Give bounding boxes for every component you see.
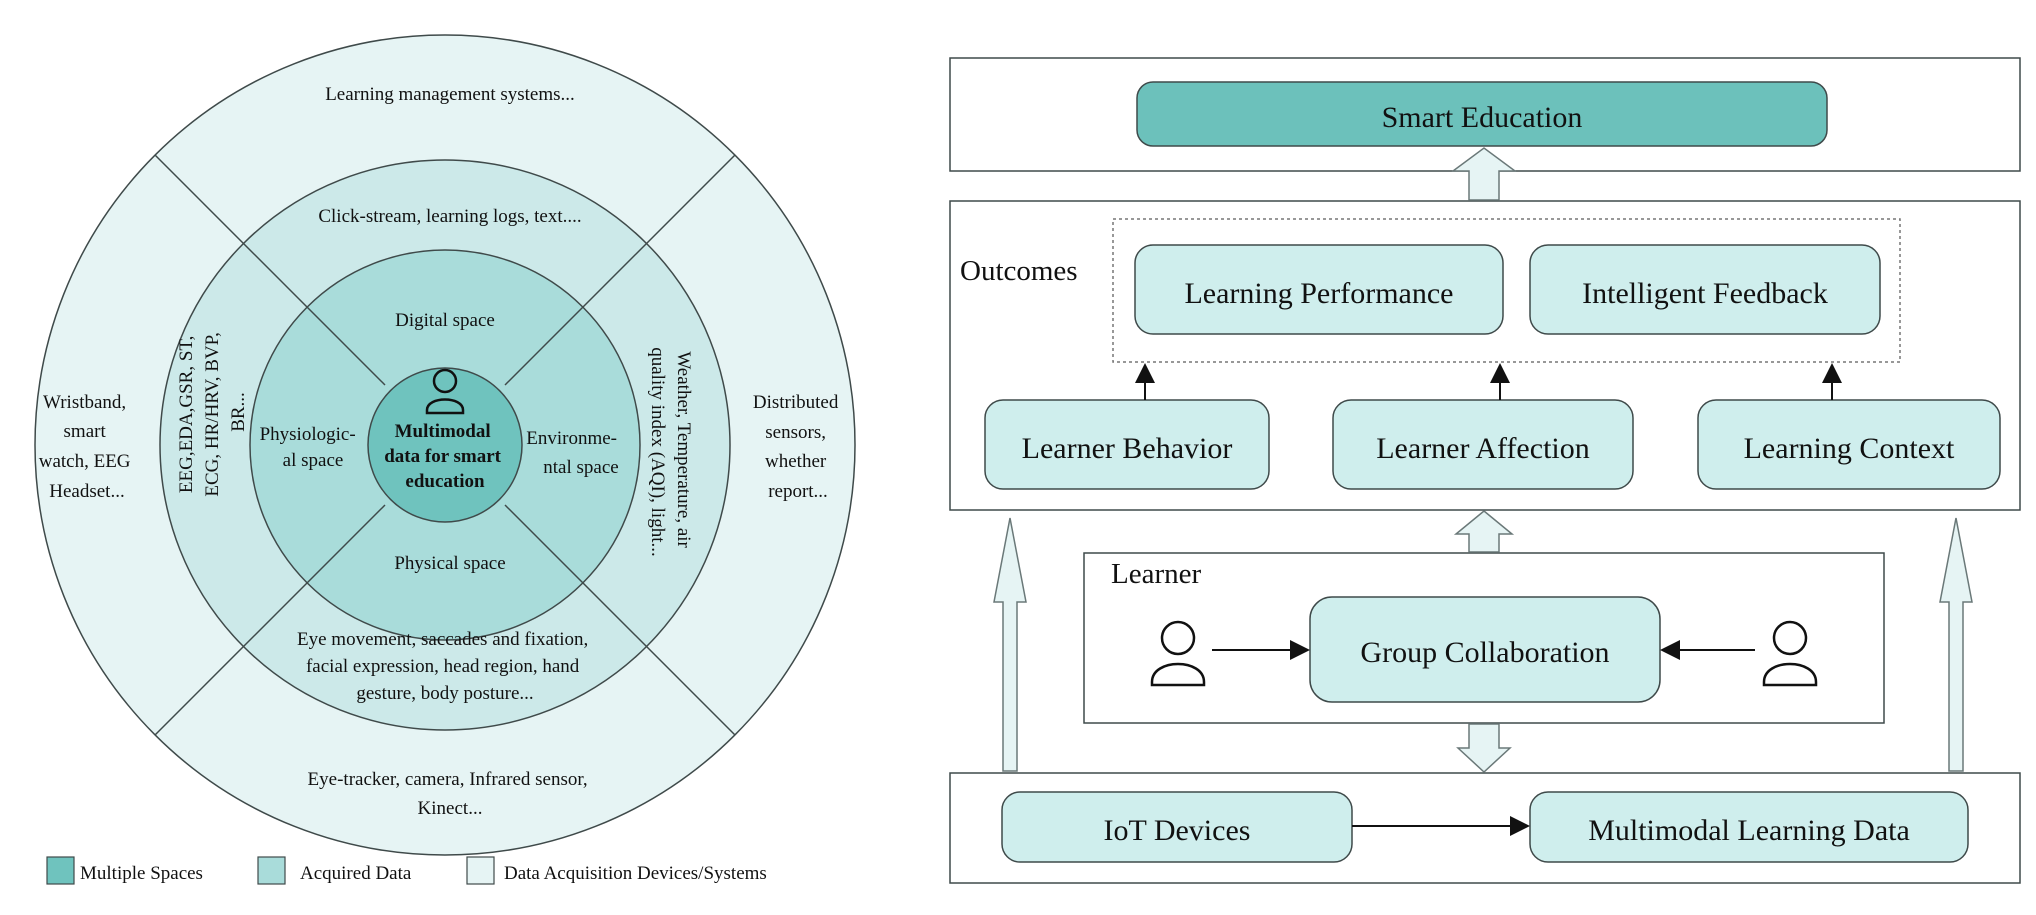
center-circle <box>367 367 523 523</box>
learning-context-label: Learning Context <box>1744 432 1955 465</box>
learner-behavior-label: Learner Behavior <box>1022 432 1233 465</box>
learning-performance-box <box>1134 244 1504 335</box>
concentric-diagram: Multimodal data for smart education Digi… <box>34 34 856 856</box>
right-side-up-arrow <box>1939 517 1973 772</box>
learner-left-person-icon <box>1150 620 1206 687</box>
learner-label: Learner <box>1111 558 1201 590</box>
smart-education-label: Smart Education <box>1382 101 1583 134</box>
environmental-data-label: Weather, Temperature, air quality index … <box>647 347 694 557</box>
learner-affection-box <box>1332 399 1634 490</box>
wearables-label: Wristband, smart watch, EEG Headset... <box>39 392 136 502</box>
divider-nw <box>154 154 386 386</box>
iot-devices-label: IoT Devices <box>1104 814 1251 847</box>
lms-label: Learning management systems... <box>325 84 575 105</box>
outcomes-group <box>1112 218 1901 363</box>
learner-behavior-box <box>984 399 1270 490</box>
learner-data-bidirectional-arrow <box>1456 723 1512 774</box>
smart-education-box <box>1136 81 1828 147</box>
digital-data-label: Click-stream, learning logs, text.... <box>318 206 581 227</box>
learner-to-outcomes-arrow <box>1453 510 1515 553</box>
person-icon <box>425 368 465 415</box>
divider-sw <box>154 504 386 736</box>
learning-context-box <box>1697 399 2001 490</box>
legend-item-devices: Data Acquisition Devices/Systems <box>466 856 767 885</box>
outcomes-to-education-arrow <box>1450 147 1518 201</box>
outcomes-label: Outcomes <box>960 255 1078 287</box>
physiological-space-label: Physiologic- al space <box>260 424 361 471</box>
physical-data-label: Eye movement, saccades and fixation, fac… <box>297 629 593 704</box>
physiological-data-label: EEG,EDA,GSR, ST, ECG, HR/HRV, BVP, BR... <box>176 327 249 496</box>
learner-affection-label: Learner Affection <box>1376 432 1590 465</box>
sensors-label: Distributed sensors, whether report... <box>753 392 843 502</box>
digital-space-label: Digital space <box>395 310 495 331</box>
framework-diagram: Smart Education Outcomes Learning Perfor… <box>949 57 2021 884</box>
group-collaboration-label: Group Collaboration <box>1360 636 1609 669</box>
intelligent-feedback-label: Intelligent Feedback <box>1582 277 1828 310</box>
left-side-up-arrow <box>993 517 1027 772</box>
physical-space-label: Physical space <box>394 553 505 574</box>
multimodal-data-label: Multimodal Learning Data <box>1588 814 1910 847</box>
divider-ne <box>504 154 736 386</box>
center-label: Multimodal data for smart education <box>384 421 506 492</box>
legend-item-multiple-spaces: Multiple Spaces <box>46 856 203 885</box>
legend: Multiple Spaces Acquired Data Data Acqui… <box>46 856 767 885</box>
learning-performance-label: Learning Performance <box>1184 277 1453 310</box>
divider-se <box>504 504 736 736</box>
svg-text:Data Acquisition Devices/Syste: Data Acquisition Devices/Systems <box>504 863 767 884</box>
intelligent-feedback-box <box>1529 244 1881 335</box>
svg-text:Multiple Spaces: Multiple Spaces <box>80 863 203 884</box>
cameras-label: Eye-tracker, camera, Infrared sensor, Ki… <box>308 769 593 819</box>
learner-right-person-icon <box>1762 620 1818 687</box>
svg-text:Acquired Data: Acquired Data <box>300 863 412 884</box>
legend-item-acquired-data: Acquired Data <box>257 856 412 885</box>
multimodal-data-box <box>1529 791 1969 863</box>
environmental-space-label: Environme- ntal space <box>526 428 622 478</box>
